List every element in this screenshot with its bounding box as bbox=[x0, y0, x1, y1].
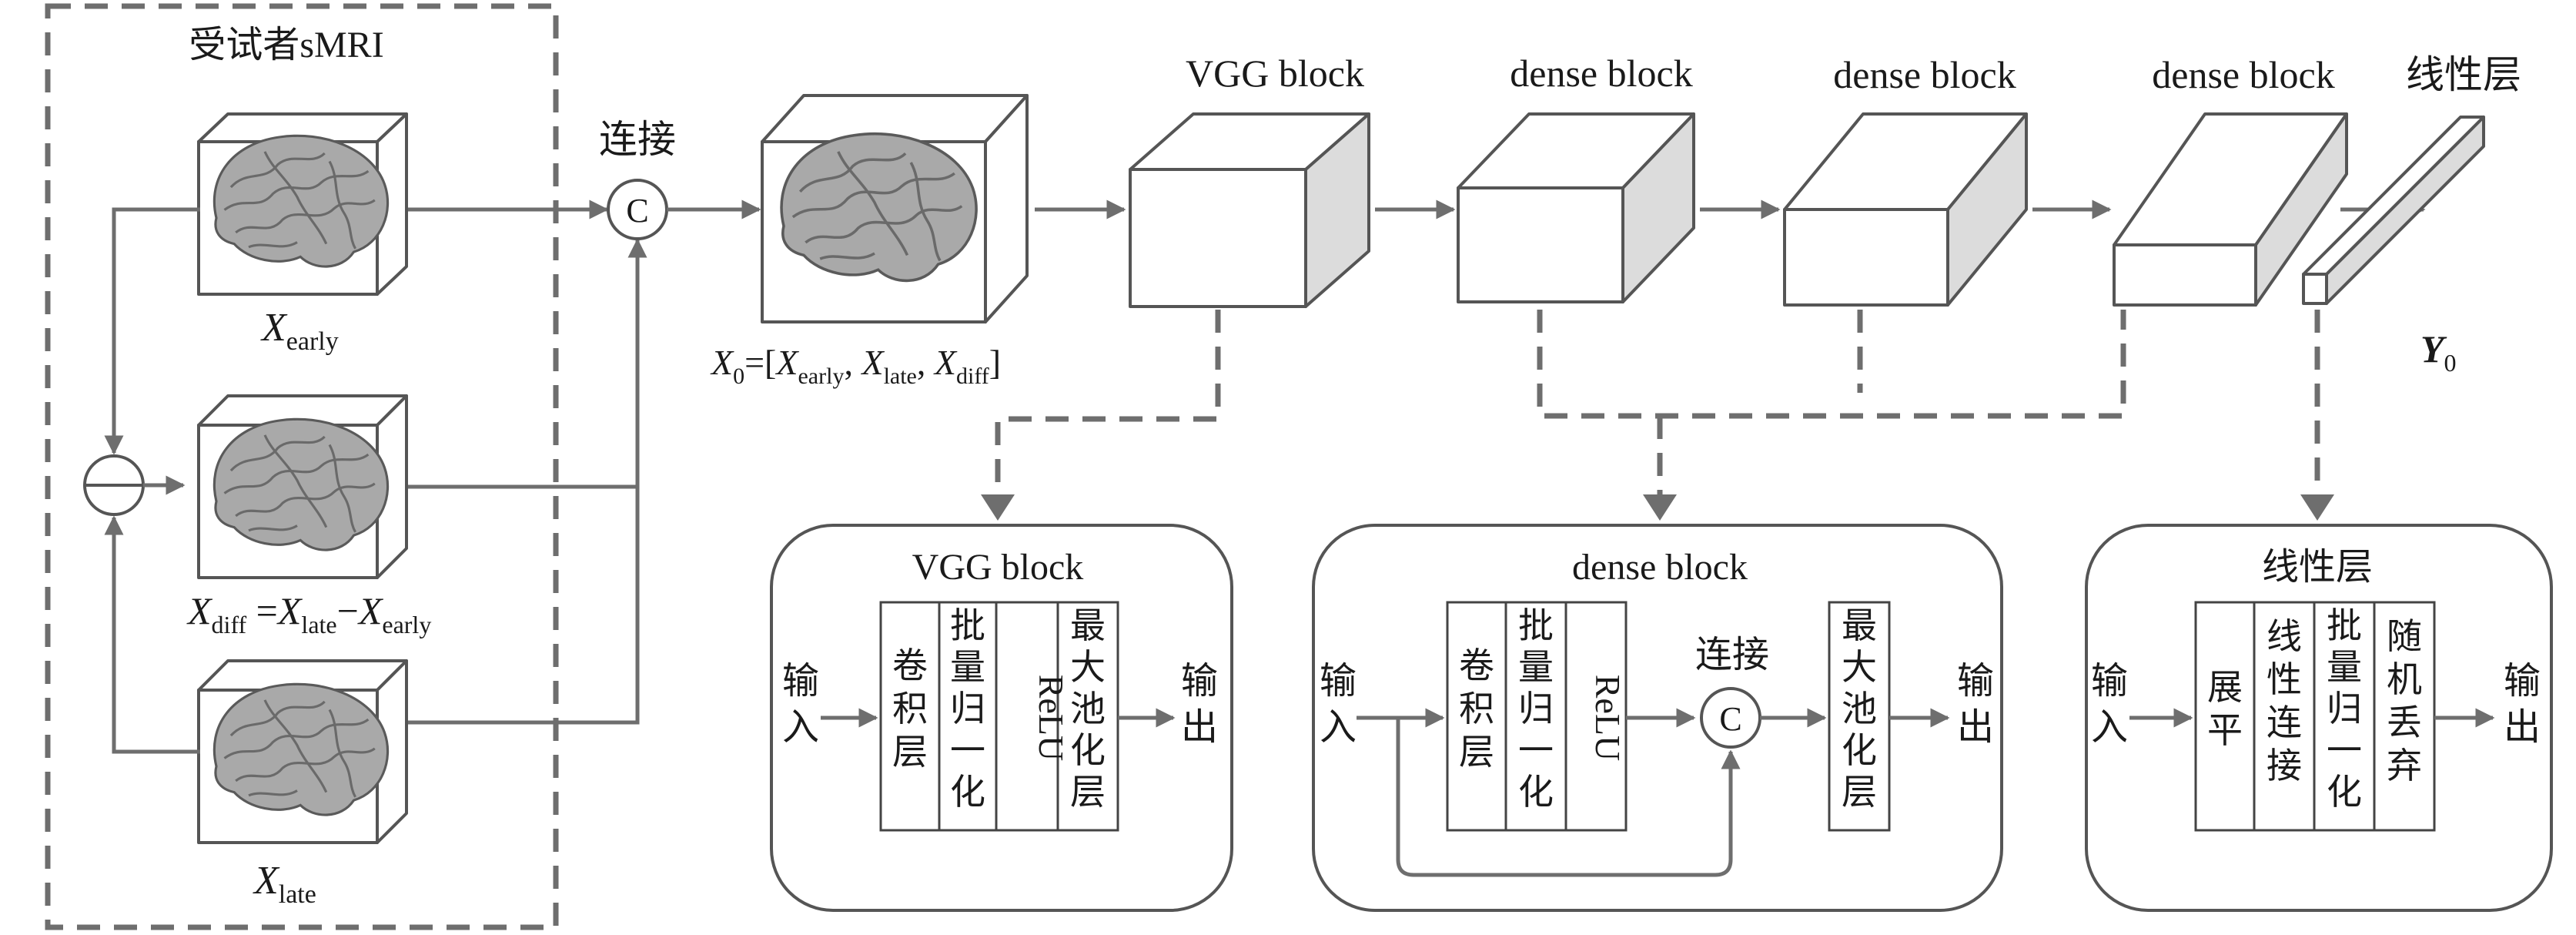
linear-detail-output: 输出 bbox=[2504, 661, 2541, 748]
dense-block-1-cube bbox=[1457, 112, 1695, 303]
linear-layer-label: 线性层 bbox=[2406, 53, 2521, 96]
cube-x-diff bbox=[197, 394, 408, 579]
dense-block-3-label: dense block bbox=[2152, 53, 2334, 96]
subtract-node bbox=[83, 454, 145, 516]
dense-skip-connection bbox=[1396, 718, 1741, 877]
line-late-to-concat bbox=[408, 487, 640, 725]
output-y0: Y0 bbox=[2420, 327, 2457, 377]
dense-cell-relu: ReLU bbox=[1588, 675, 1628, 761]
dash-arrowhead-vgg bbox=[981, 494, 1015, 521]
dense-detail-title: dense block bbox=[1572, 547, 1748, 588]
dash-dense-collector bbox=[1537, 310, 2126, 419]
vgg-cell-relu: ReLU bbox=[1032, 675, 1071, 761]
label-x-late: Xlate bbox=[253, 859, 316, 909]
linear-detail-cells bbox=[2194, 601, 2436, 832]
vgg-detail-title: VGG block bbox=[912, 547, 1084, 588]
dense-concat-label: 连接 bbox=[1695, 635, 1769, 675]
vgg-cell-pool: 最大池化层 bbox=[1070, 606, 1106, 812]
label-x-diff: Xdiff =Xlate−Xearly bbox=[186, 589, 431, 638]
dash-arrowhead-linear bbox=[2300, 494, 2334, 521]
vgg-block-label: VGG block bbox=[1186, 52, 1364, 95]
input-group-frame bbox=[45, 3, 559, 930]
dense-block-3-cube bbox=[2113, 112, 2348, 307]
dash-vgg-to-detail bbox=[995, 310, 1221, 499]
dash-arrowhead-dense bbox=[1643, 494, 1677, 521]
linear-cell-bn: 批量归一化 bbox=[2327, 606, 2362, 812]
cube-x-late bbox=[197, 659, 408, 844]
label-combined: X0=[Xearly, Xlate, Xdiff] bbox=[710, 343, 1001, 389]
linear-layer-shape bbox=[2302, 116, 2485, 305]
concat-label: 连接 bbox=[599, 118, 676, 161]
dense-block-2-cube bbox=[1783, 112, 2028, 307]
vgg-detail-output: 输出 bbox=[1181, 661, 1218, 748]
arrow-early-to-subtract bbox=[104, 207, 200, 455]
vgg-cell-bn: 批量归一化 bbox=[950, 606, 985, 812]
linear-detail-title: 线性层 bbox=[2262, 547, 2373, 588]
linear-detail-input: 输入 bbox=[2091, 661, 2128, 748]
linear-cell-fc: 线性连接 bbox=[2267, 617, 2302, 786]
vgg-detail-cells bbox=[879, 601, 1119, 832]
dense-cell-pool: 最大池化层 bbox=[1842, 606, 1877, 812]
dense-cell-bn: 批量归一化 bbox=[1518, 606, 1554, 812]
input-group-title: 受试者sMRI bbox=[189, 25, 383, 65]
dense-detail-output: 输出 bbox=[1957, 661, 1994, 748]
linear-cell-flatten: 展平 bbox=[2207, 668, 2243, 750]
dense-detail-input: 输入 bbox=[1320, 661, 1357, 748]
label-x-early: Xearly bbox=[260, 306, 339, 356]
dense-cell-conv: 卷积层 bbox=[1459, 646, 1494, 772]
dense-concat-symbol: C bbox=[1719, 700, 1741, 738]
cube-combined bbox=[761, 94, 1029, 323]
arrow-late-to-subtract bbox=[104, 515, 200, 754]
dense-block-2-label: dense block bbox=[1833, 53, 2016, 96]
dense-block-1-label: dense block bbox=[1510, 52, 1692, 95]
vgg-block-cube bbox=[1129, 112, 1370, 308]
vgg-detail-input: 输入 bbox=[782, 661, 819, 748]
dense-detail-cells bbox=[1446, 601, 1628, 832]
vgg-cell-conv: 卷积层 bbox=[892, 646, 928, 772]
concat-symbol: C bbox=[626, 192, 648, 230]
linear-cell-dropout: 随机丢弃 bbox=[2387, 617, 2422, 786]
arrow-diff-to-concat bbox=[408, 238, 647, 489]
cube-x-early bbox=[197, 112, 408, 296]
